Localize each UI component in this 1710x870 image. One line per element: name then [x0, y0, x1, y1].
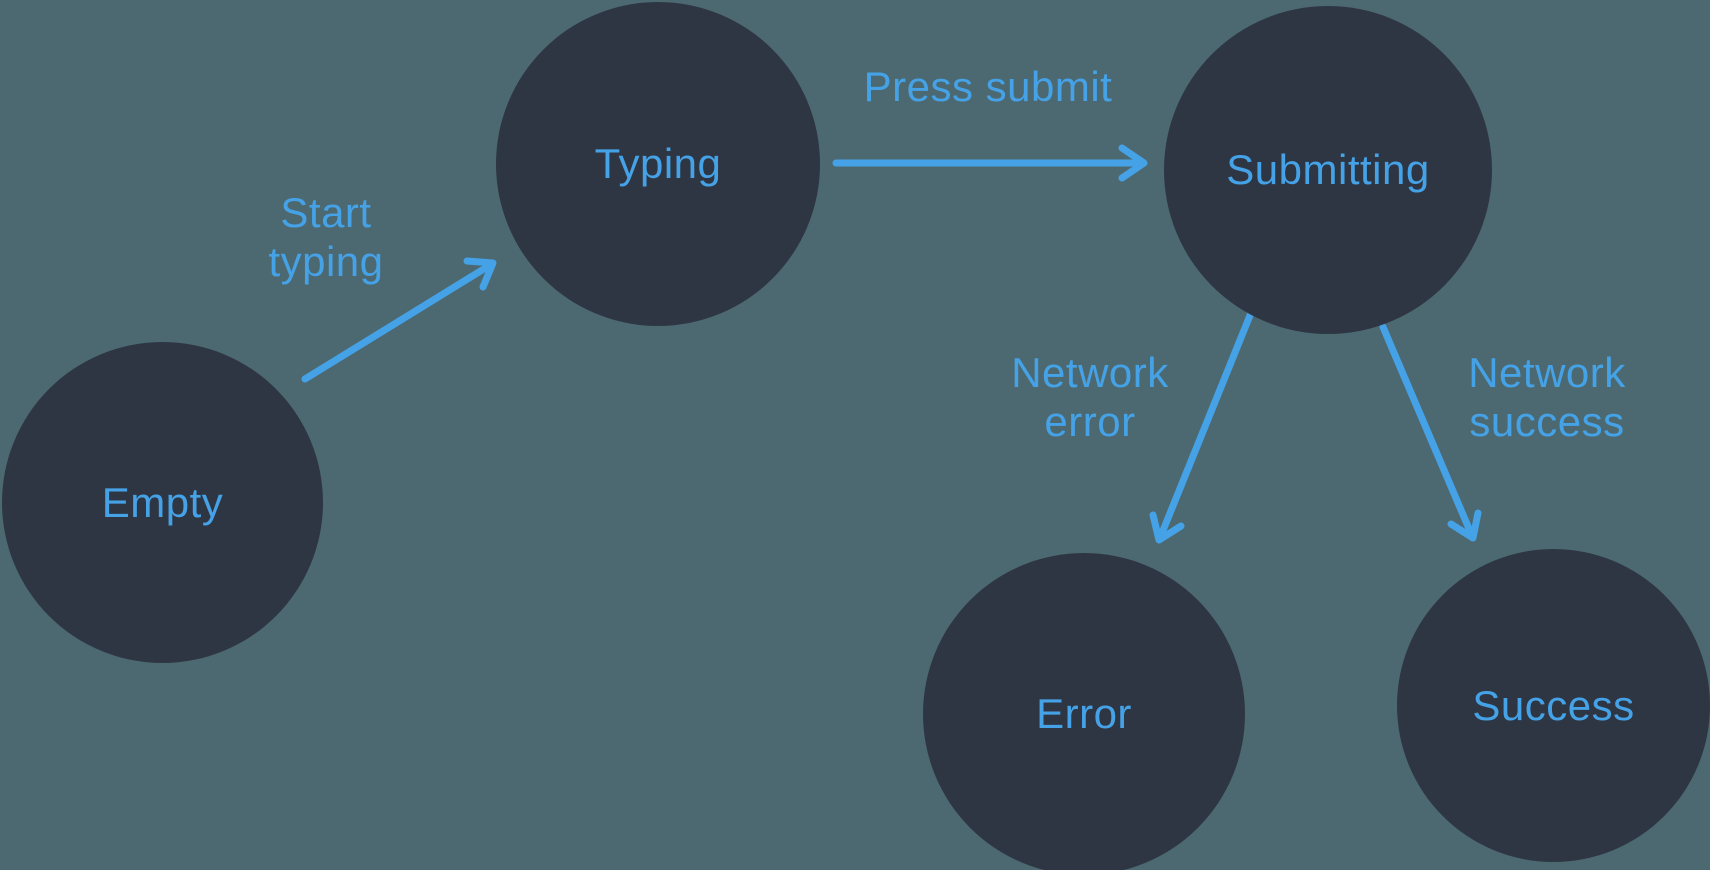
edge-typing-to-submitting [832, 144, 1148, 182]
edge-label-line: typing [268, 238, 384, 285]
edge-label-network-error: Network error [960, 348, 1220, 446]
arrowhead-icon [1149, 511, 1185, 544]
node-empty: Empty [2, 342, 323, 663]
edge-label-line: Network [1468, 349, 1626, 396]
node-submitting-label: Submitting [1226, 146, 1430, 193]
edge-label-line: error [1044, 398, 1136, 445]
arrowhead-icon [1447, 509, 1482, 542]
node-submitting: Submitting [1164, 6, 1492, 334]
node-error-label: Error [1036, 690, 1132, 737]
node-empty-label: Empty [101, 478, 224, 526]
edge-label-line: Network [1011, 349, 1169, 396]
edge-label-press-submit: Press submit [838, 62, 1138, 111]
node-success: Success [1397, 549, 1710, 862]
node-typing-label: Typing [594, 140, 722, 187]
arrowhead-icon [1118, 144, 1148, 182]
edge-label-line: Start [280, 189, 372, 236]
node-error: Error [923, 553, 1245, 870]
edge-label-start-typing: Start typing [206, 188, 446, 286]
edge-label-line: Press submit [863, 63, 1113, 110]
arrowhead-icon [463, 257, 497, 291]
edge-label-line: success [1469, 398, 1625, 445]
edge-label-network-success: Network success [1417, 348, 1677, 446]
node-success-label: Success [1472, 681, 1635, 729]
node-typing: Typing [496, 2, 820, 326]
